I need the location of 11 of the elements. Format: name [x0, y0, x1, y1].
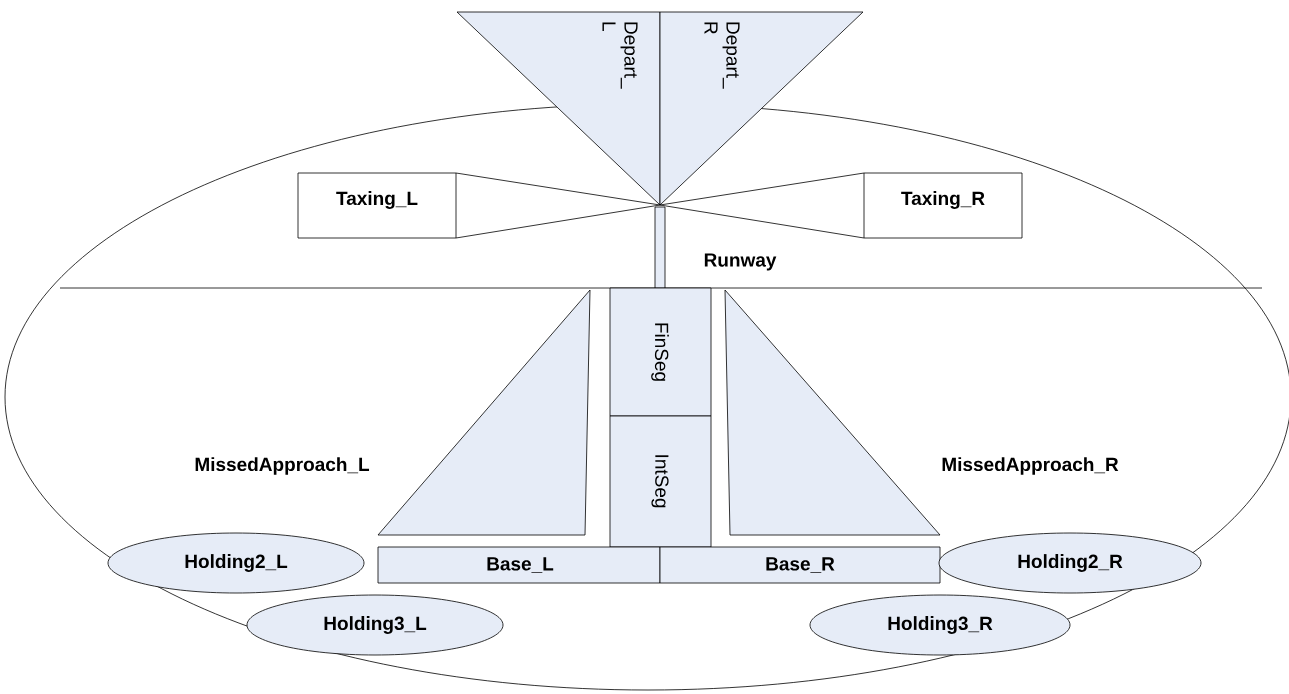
- taxiway-funnel: Taxing_R: [659, 172, 1023, 239]
- taxiway-funnel: Taxing_L: [297, 172, 661, 239]
- base-box: Base_L: [377, 546, 661, 584]
- node-label: MissedApproach_R: [942, 457, 1119, 475]
- node-label: MissedApproach_L: [195, 457, 370, 475]
- node-label: Runway: [704, 253, 777, 271]
- segment-box: FinSeg: [609, 287, 712, 417]
- depart-triangle: Depart_ R: [659, 11, 864, 206]
- base-box: Base_R: [659, 546, 941, 584]
- segment-box: IntSeg: [609, 415, 712, 548]
- depart-triangle: Depart_ L: [456, 11, 661, 206]
